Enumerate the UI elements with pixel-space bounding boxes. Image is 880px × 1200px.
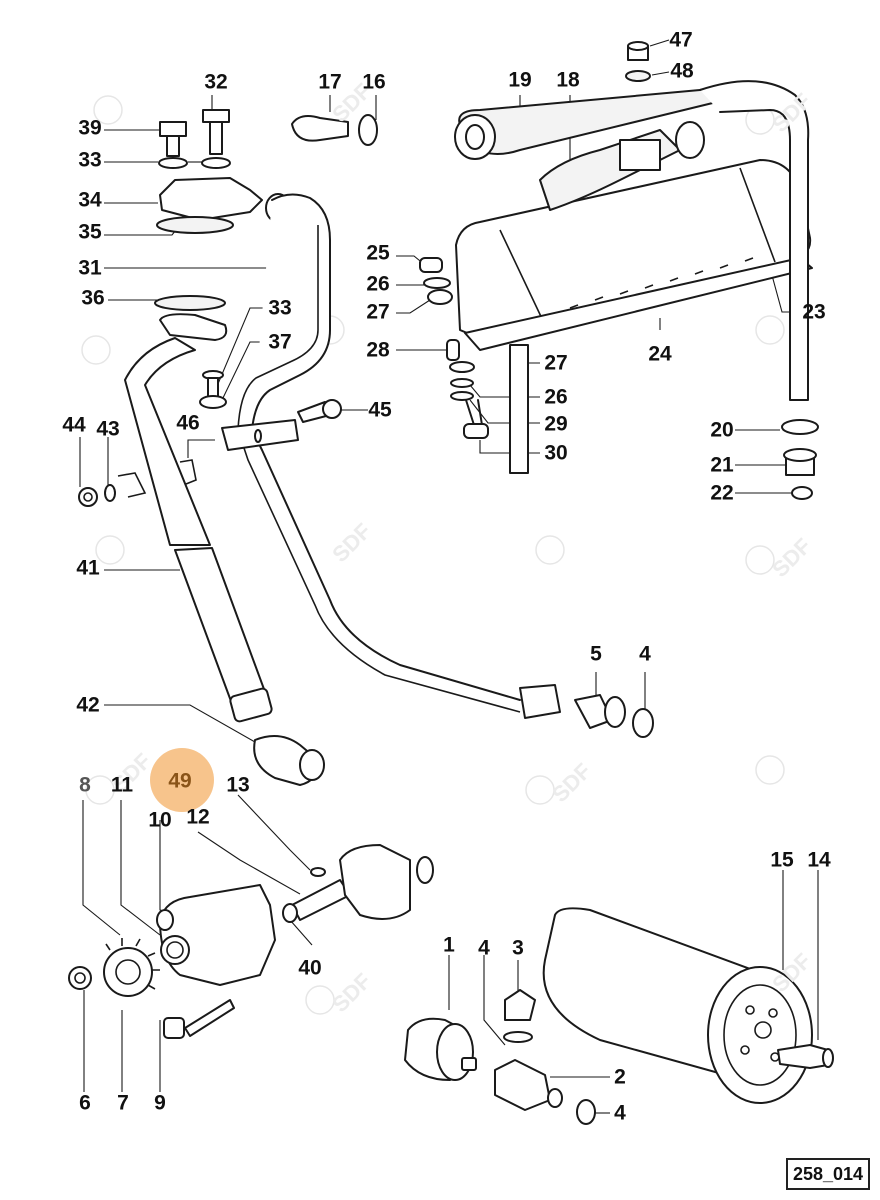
callout-21[interactable]: 21: [710, 453, 734, 477]
rocker-cover-assembly: [419, 41, 819, 500]
callout-26[interactable]: 26: [366, 272, 390, 296]
callout-17[interactable]: 17: [318, 70, 342, 94]
callout-14[interactable]: 14: [807, 848, 831, 872]
callout-4[interactable]: 4: [614, 1101, 626, 1125]
callout-26[interactable]: 26: [544, 385, 568, 409]
diagram-reference-code: 258_014: [786, 1158, 870, 1190]
callout-1[interactable]: 1: [443, 933, 455, 957]
callout-36[interactable]: 36: [81, 286, 105, 310]
callout-35[interactable]: 35: [78, 220, 102, 244]
highlight-marker: [150, 748, 214, 812]
callout-11[interactable]: 11: [110, 773, 134, 797]
callout-48[interactable]: 48: [670, 59, 694, 83]
callout-27[interactable]: 27: [366, 300, 390, 324]
callout-33[interactable]: 33: [268, 296, 292, 320]
callout-30[interactable]: 30: [544, 441, 568, 465]
callout-32[interactable]: 32: [204, 70, 228, 94]
callout-4[interactable]: 4: [478, 936, 490, 960]
callout-12[interactable]: 12: [186, 805, 210, 829]
callout-28[interactable]: 28: [366, 338, 390, 362]
callout-39[interactable]: 39: [78, 116, 102, 140]
callout-19[interactable]: 19: [508, 68, 532, 92]
callout-5[interactable]: 5: [590, 642, 602, 666]
callout-34[interactable]: 34: [78, 188, 102, 212]
callout-33[interactable]: 33: [78, 148, 102, 172]
callout-8[interactable]: 8: [79, 773, 91, 797]
callout-45[interactable]: 45: [368, 398, 392, 422]
callout-2[interactable]: 2: [614, 1065, 626, 1089]
callout-16[interactable]: 16: [362, 70, 386, 94]
callout-10[interactable]: 10: [148, 808, 172, 832]
callout-47[interactable]: 47: [669, 28, 693, 52]
callout-46[interactable]: 46: [176, 411, 200, 435]
callout-40[interactable]: 40: [298, 956, 322, 980]
oil-pipe-assembly: [78, 295, 654, 786]
callout-20[interactable]: 20: [710, 418, 734, 442]
callout-6[interactable]: 6: [79, 1091, 91, 1115]
watermark-logos: [81, 95, 785, 1015]
oil-filter-assembly: [404, 907, 834, 1125]
callout-24[interactable]: 24: [648, 342, 672, 366]
flange-assembly: [156, 109, 521, 713]
callout-42[interactable]: 42: [76, 693, 100, 717]
callout-49[interactable]: 49: [168, 769, 192, 793]
oil-pump-assembly: [68, 844, 434, 1039]
callout-18[interactable]: 18: [556, 68, 580, 92]
callout-43[interactable]: 43: [96, 417, 120, 441]
callout-27[interactable]: 27: [544, 351, 568, 375]
callout-37[interactable]: 37: [268, 330, 292, 354]
callout-22[interactable]: 22: [710, 481, 734, 505]
callout-7[interactable]: 7: [117, 1091, 129, 1115]
callout-25[interactable]: 25: [366, 241, 390, 265]
callout-44[interactable]: 44: [62, 413, 86, 437]
callout-15[interactable]: 15: [770, 848, 794, 872]
callout-29[interactable]: 29: [544, 412, 568, 436]
callout-3[interactable]: 3: [512, 936, 524, 960]
callout-31[interactable]: 31: [78, 256, 102, 280]
callout-4[interactable]: 4: [639, 642, 651, 666]
callout-23[interactable]: 23: [802, 300, 826, 324]
callout-13[interactable]: 13: [226, 773, 250, 797]
callout-9[interactable]: 9: [154, 1091, 166, 1115]
callout-41[interactable]: 41: [76, 556, 100, 580]
